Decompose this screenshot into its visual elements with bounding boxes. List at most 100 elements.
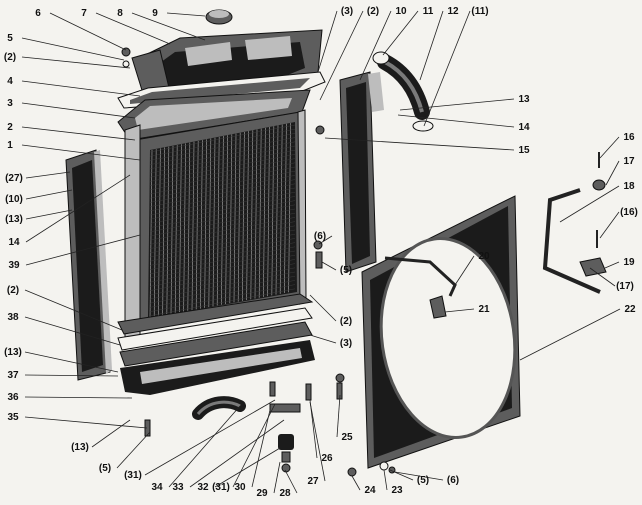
leader-line bbox=[319, 10, 364, 101]
shroud-bracket bbox=[384, 256, 457, 319]
leader-line bbox=[397, 114, 515, 128]
leader-line bbox=[382, 10, 419, 56]
callout-label: 22 bbox=[624, 304, 636, 315]
callout-label: 30 bbox=[234, 482, 246, 493]
callout-label: (27) bbox=[5, 173, 23, 184]
callout-label: 16 bbox=[623, 132, 635, 143]
leader-line bbox=[131, 12, 206, 41]
callout-label: 27 bbox=[307, 476, 319, 487]
leader-line bbox=[25, 209, 73, 220]
callout-label: 1 bbox=[7, 140, 13, 151]
callout-label: (13) bbox=[5, 214, 23, 225]
leader-line bbox=[25, 174, 131, 243]
leader-line bbox=[116, 431, 151, 469]
leader-line bbox=[24, 416, 148, 429]
callout-label: 20 bbox=[478, 251, 490, 262]
leader-line bbox=[317, 10, 338, 73]
leader-line bbox=[166, 12, 206, 17]
callout-label: (11) bbox=[471, 6, 488, 17]
callout-label: 13 bbox=[518, 94, 530, 105]
leader-line bbox=[91, 419, 131, 448]
callout-label: (10) bbox=[5, 194, 23, 205]
leader-line bbox=[599, 136, 620, 159]
leader-line bbox=[351, 475, 361, 491]
callout-label: 28 bbox=[279, 488, 291, 499]
leader-line bbox=[394, 471, 444, 481]
callout-label: 39 bbox=[8, 260, 20, 271]
lower-hose bbox=[192, 396, 246, 420]
leader-line bbox=[423, 10, 471, 127]
callout-label: (16) bbox=[620, 207, 638, 218]
callout-label: 17 bbox=[623, 156, 635, 167]
leader-line bbox=[389, 469, 414, 481]
leader-line bbox=[214, 447, 281, 488]
callout-label: 18 bbox=[623, 181, 635, 192]
bracket-rod bbox=[542, 152, 607, 294]
leader-line bbox=[232, 403, 276, 488]
top-flange-plate bbox=[117, 89, 311, 141]
leader-line bbox=[25, 189, 73, 200]
callout-label: (2) bbox=[7, 285, 19, 296]
callout-label: 11 bbox=[423, 6, 434, 17]
callout-label: 2 bbox=[7, 122, 13, 133]
leader-line bbox=[25, 234, 141, 266]
leader-line bbox=[21, 144, 141, 161]
callout-label: (17) bbox=[616, 281, 634, 292]
leader-lines bbox=[21, 10, 621, 494]
leader-line bbox=[25, 171, 71, 179]
leader-line bbox=[24, 374, 119, 377]
leader-line bbox=[24, 396, 133, 399]
callout-label: 15 bbox=[518, 145, 530, 156]
leader-line bbox=[336, 394, 341, 438]
callout-label: 23 bbox=[391, 485, 403, 496]
callout-label: (5) bbox=[340, 265, 352, 276]
callout-label: 14 bbox=[518, 122, 530, 133]
filler-cap bbox=[205, 9, 233, 25]
leader-line bbox=[144, 399, 276, 476]
leader-line bbox=[168, 405, 241, 488]
callout-label: 38 bbox=[7, 312, 19, 323]
leader-line bbox=[189, 419, 285, 488]
callout-label: 36 bbox=[7, 392, 19, 403]
callout-label: (3) bbox=[340, 338, 352, 349]
leader-line bbox=[321, 261, 337, 271]
leader-line bbox=[324, 137, 515, 151]
leader-line bbox=[383, 469, 388, 491]
leader-line bbox=[599, 211, 620, 239]
callout-label: (31) bbox=[212, 482, 230, 493]
leader-line bbox=[359, 10, 392, 81]
callout-label: (13) bbox=[4, 347, 22, 358]
callout-label: 7 bbox=[81, 8, 87, 19]
rubber-mount bbox=[269, 403, 301, 463]
callout-label: 34 bbox=[151, 482, 163, 493]
leader-line bbox=[21, 102, 136, 119]
leader-line bbox=[251, 409, 271, 488]
leader-line bbox=[284, 469, 298, 494]
callout-label: (2) bbox=[367, 6, 379, 17]
leader-line bbox=[95, 12, 171, 45]
callout-label: 29 bbox=[256, 488, 268, 499]
leader-line bbox=[309, 294, 337, 322]
leader-line bbox=[399, 98, 515, 111]
callout-label: 35 bbox=[7, 412, 19, 423]
leader-line bbox=[21, 37, 125, 61]
callout-label: 37 bbox=[7, 370, 19, 381]
leader-line bbox=[454, 255, 475, 286]
leader-line bbox=[21, 80, 141, 97]
leader-line bbox=[519, 308, 621, 361]
leader-line bbox=[559, 185, 620, 223]
callout-label: 12 bbox=[447, 6, 459, 17]
callout-label: (5) bbox=[417, 475, 429, 486]
leader-line bbox=[309, 334, 337, 344]
callout-label: 25 bbox=[341, 432, 353, 443]
leader-line bbox=[444, 308, 475, 313]
leader-line bbox=[21, 126, 136, 141]
callout-label: (2) bbox=[340, 316, 352, 327]
radiator-core bbox=[124, 109, 307, 339]
callout-label: 33 bbox=[172, 482, 184, 493]
leader-line bbox=[273, 461, 281, 494]
right-side-frame bbox=[339, 71, 384, 273]
